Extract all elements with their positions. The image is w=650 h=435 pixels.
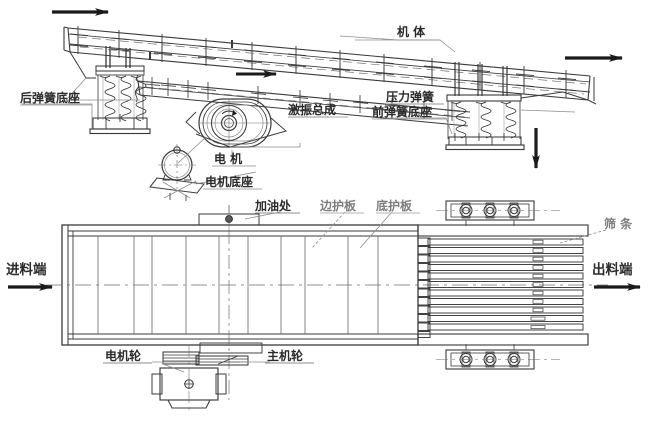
label-oiling-point: 加油处 (254, 198, 292, 213)
top-plan-view: 加油处 边护板 底护板 筛 条 电机轮 主机轮 进料端 出料端 (6, 198, 641, 412)
screen-bar-section (417, 224, 589, 346)
bearing-block (436, 200, 560, 226)
label-front-spring-base: 前弹簧底座 (372, 104, 432, 119)
screen-bar (417, 263, 584, 272)
pulley-drive-plan (151, 342, 263, 412)
screen-bar (417, 246, 584, 255)
label-main-pulley: 主机轮 (267, 348, 304, 363)
lower-inclined-member (134, 74, 471, 127)
motor-base-plate (149, 177, 205, 201)
screen-bar (417, 288, 584, 297)
screen-bar (417, 254, 584, 263)
screen-bar (417, 271, 584, 280)
label-rear-spring-base: 后弹簧底座 (20, 90, 80, 105)
side-elevation-view: 后弹簧底座 机 体 激振总成 电 机 电机底座 压力弹簧 前弹簧底座 (20, 8, 623, 201)
front-spring-assembly (445, 62, 525, 151)
screen-bar (417, 280, 584, 289)
label-screen-bar: 筛 条 (604, 216, 633, 231)
screen-bar (417, 314, 584, 323)
label-exciter-assembly: 激振总成 (288, 102, 336, 117)
screen-bar (417, 305, 584, 314)
label-feed-end: 进料端 (6, 261, 47, 278)
motor-assembly (158, 144, 196, 190)
exciter-mount-frame (185, 111, 301, 148)
lower-member-hidden-lines (145, 86, 467, 118)
screen-bar (417, 331, 431, 338)
label-bottom-guard-plate: 底护板 (376, 198, 413, 213)
rear-spring-assembly (89, 46, 151, 135)
screen-bar (417, 237, 584, 246)
screen-bar (417, 322, 584, 331)
label-motor-base: 电机底座 (205, 174, 253, 189)
screen-bar (417, 297, 584, 306)
frame-joint-ticks (69, 26, 577, 98)
label-motor-pulley: 电机轮 (105, 348, 142, 363)
label-discharge-end: 出料端 (592, 261, 633, 278)
label-side-guard-plate: 边护板 (319, 198, 357, 213)
bearing-block (436, 344, 560, 370)
label-pressure-spring: 压力弹簧 (386, 89, 434, 104)
label-machine-body: 机 体 (397, 24, 426, 39)
front-spring-bracket (520, 91, 589, 113)
label-motor: 电 机 (214, 151, 242, 166)
machine-body-hidden-lines (77, 36, 587, 95)
plan-leaders (152, 211, 607, 363)
rear-spring-bracket (65, 51, 140, 101)
